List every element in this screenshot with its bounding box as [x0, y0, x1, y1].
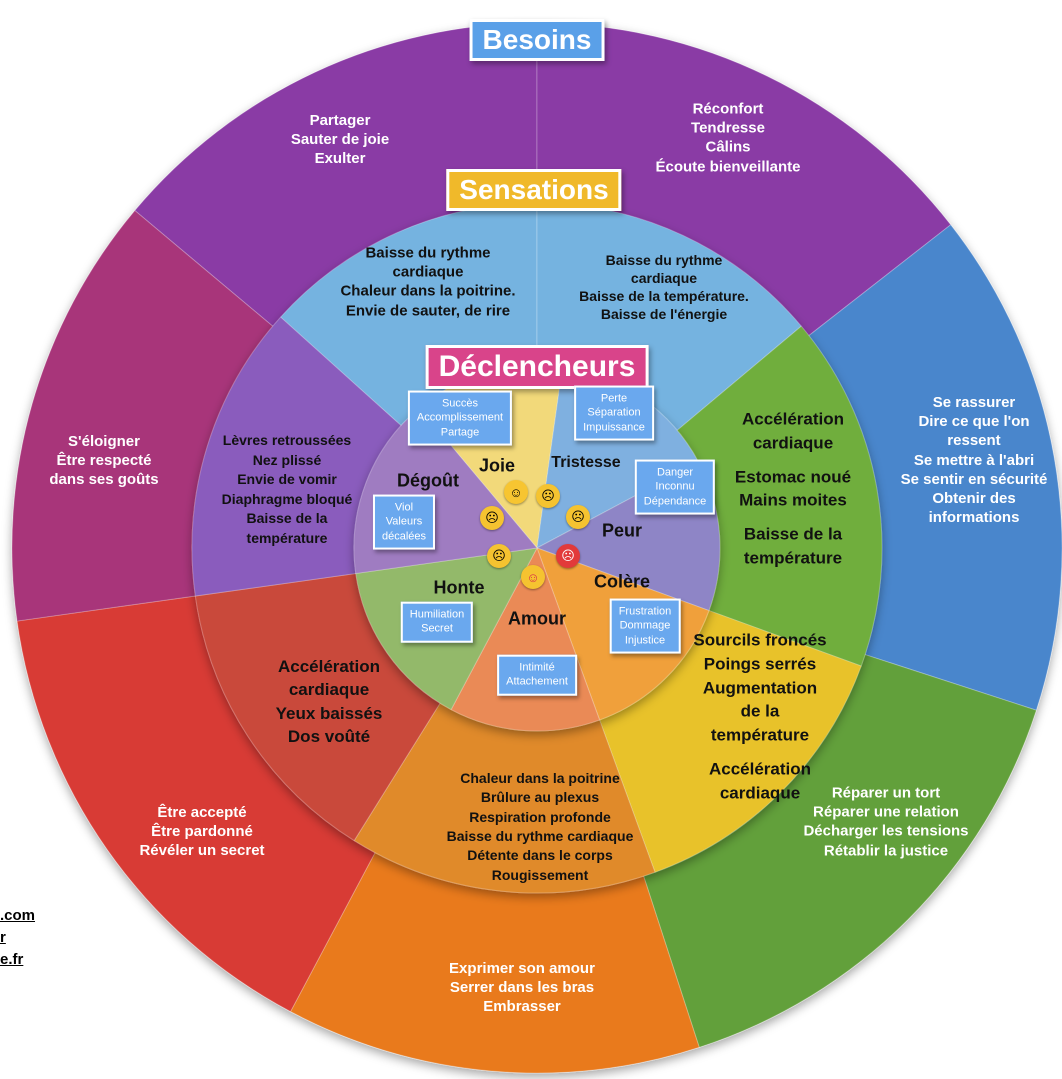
besoins-header: Besoins — [469, 19, 605, 61]
emotion-honte: Honte — [433, 577, 485, 598]
angry-face-icon: ☹ — [556, 544, 580, 568]
emotion-peur: Peur — [601, 520, 643, 541]
emotion-colere: Colère — [593, 571, 651, 592]
link-3[interactable]: e.fr — [0, 951, 24, 968]
link-2[interactable]: r — [0, 929, 6, 946]
sensations-header: Sensations — [446, 169, 622, 211]
ashamed-face-icon: ☹ — [487, 544, 511, 568]
disgusted-face-icon: ☹ — [480, 506, 504, 530]
crying-face-icon: ☹ — [536, 484, 560, 508]
website-links: .com r e.fr — [0, 905, 35, 971]
smiling-face-icon: ☺ — [504, 480, 528, 504]
declencheurs-header: Déclencheurs — [425, 345, 649, 389]
emotion-degout: Dégoût — [397, 470, 459, 491]
emotion-amour: Amour — [508, 608, 566, 629]
kissing-face-icon: ☺ — [521, 565, 545, 589]
link-1[interactable]: .com — [0, 907, 36, 924]
worried-face-icon: ☹ — [566, 505, 590, 529]
emotion-joie: Joie — [478, 455, 516, 476]
emotion-tristesse: Tristesse — [551, 453, 621, 471]
